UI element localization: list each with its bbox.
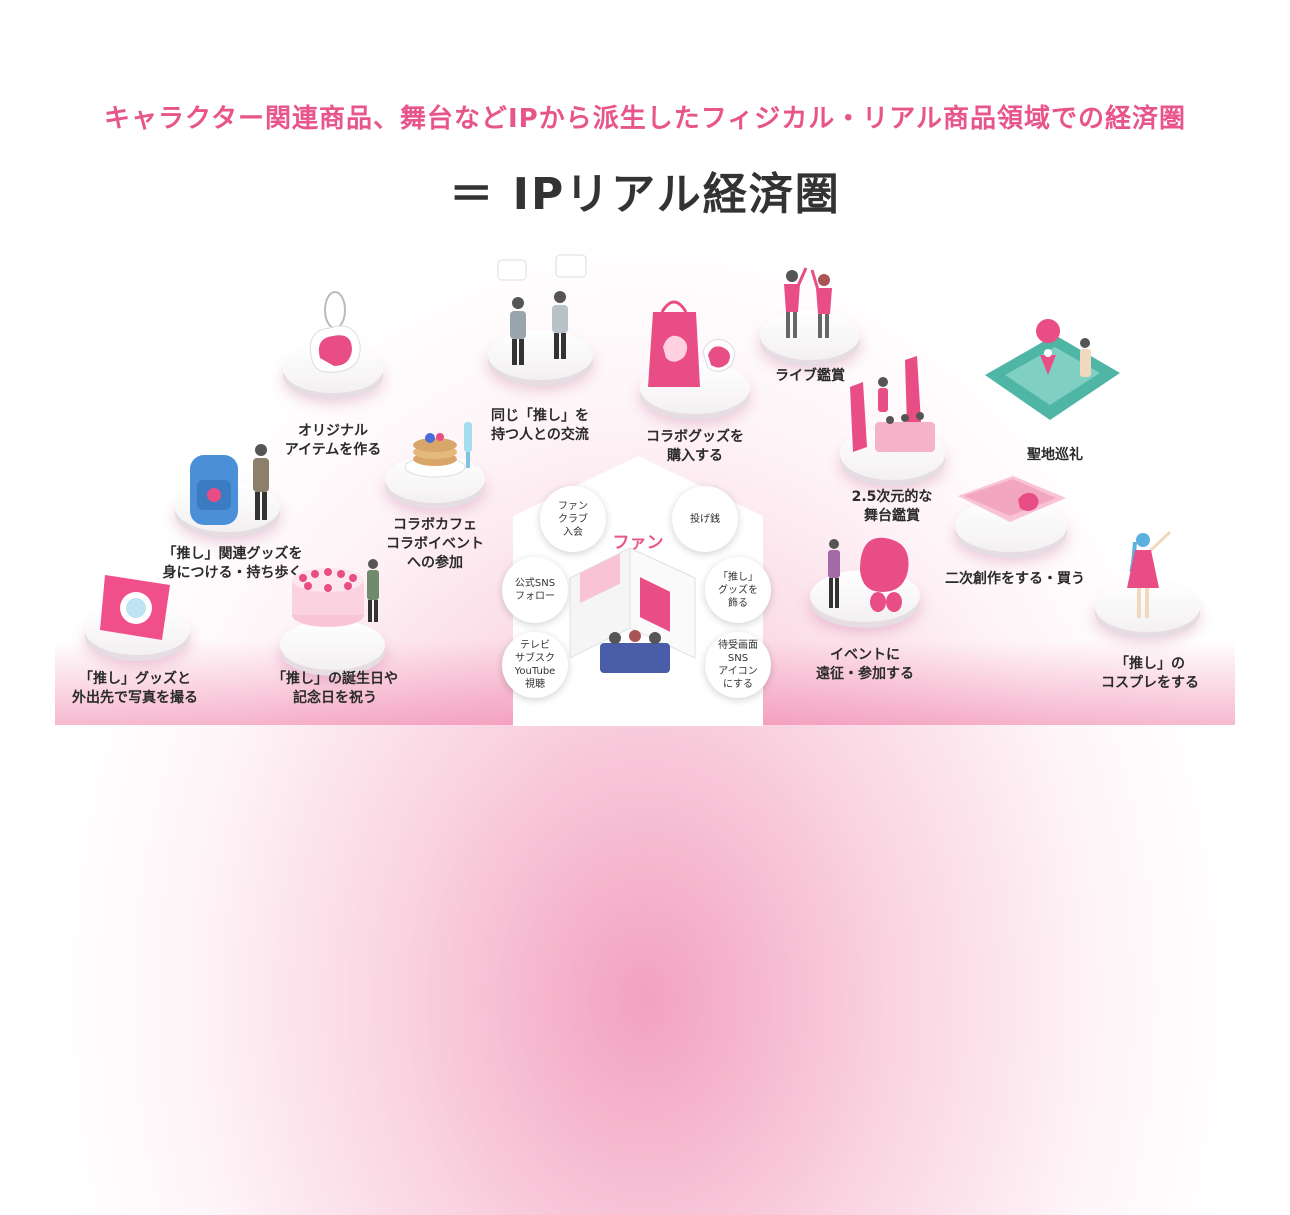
backpack-icon (190, 444, 269, 525)
bubble-display-goods: 「推し」 グッズを 飾る (705, 557, 771, 623)
label-exchange: 同じ「推し」を 持つ人との交流 (491, 408, 589, 443)
bubble-sns-follow: 公式SNS フォロー (502, 557, 568, 623)
subheadline: ＝ IPリアル経済圏 (449, 169, 841, 220)
label-pilgrimage: 聖地巡礼 (1027, 447, 1083, 463)
label-wear-goods: 「推し」関連グッズを 身につける・持ち歩く (162, 546, 303, 581)
label-live: ライブ鑑賞 (775, 368, 845, 384)
live-audience-icon (784, 267, 832, 338)
shopping-bag-icon (648, 300, 735, 387)
label-collab-cafe: コラボカフェ コラボイベント への参加 (386, 517, 484, 571)
fan-room-icon (569, 547, 696, 673)
label-stage: 2.5次元的な 舞台鑑賞 (851, 489, 933, 524)
birthday-cake-icon (292, 559, 379, 627)
fan-title: ファン (612, 533, 664, 553)
label-photo: 「推し」グッズと 外出先で写真を撮る (72, 671, 198, 706)
bubble-fanclub: ファン クラブ 入会 (540, 486, 606, 552)
label-birthday: 「推し」の誕生日や 記念日を祝う (272, 671, 398, 706)
plate-exchange (488, 330, 593, 380)
label-original-item: オリジナル アイテムを作る (284, 423, 382, 458)
acrylic-keychain-icon (310, 291, 361, 373)
plate-live (760, 310, 860, 360)
pancake-cafe-icon (404, 422, 472, 478)
people-chatting-icon (497, 254, 587, 365)
cosplayer-icon (1127, 530, 1172, 618)
label-collab-goods: コラボグッズを 購入する (646, 429, 744, 464)
map-pin-icon (985, 319, 1120, 420)
doujinshi-book-icon (958, 476, 1066, 522)
stage-theater-icon (850, 356, 935, 452)
camera-icon (100, 575, 170, 640)
label-fan-creation: 二次創作をする・買う (945, 571, 1085, 587)
bubble-wallpaper-icon: 待受画面 SNS アイコン にする (705, 632, 771, 698)
bubble-tv-subscription: テレビ サブスク YouTube 視聴 (502, 632, 568, 698)
headline: キャラクター関連商品、舞台などIPから派生したフィジカル・リアル商品領域での経済… (104, 104, 1186, 134)
label-cosplay: 「推し」の コスプレをする (1101, 656, 1199, 691)
plate-birthday (280, 620, 385, 670)
label-event: イベントに 遠征・参加する (816, 647, 914, 682)
bubble-tipping: 投げ銭 (672, 486, 738, 552)
event-character-icon (828, 537, 909, 612)
